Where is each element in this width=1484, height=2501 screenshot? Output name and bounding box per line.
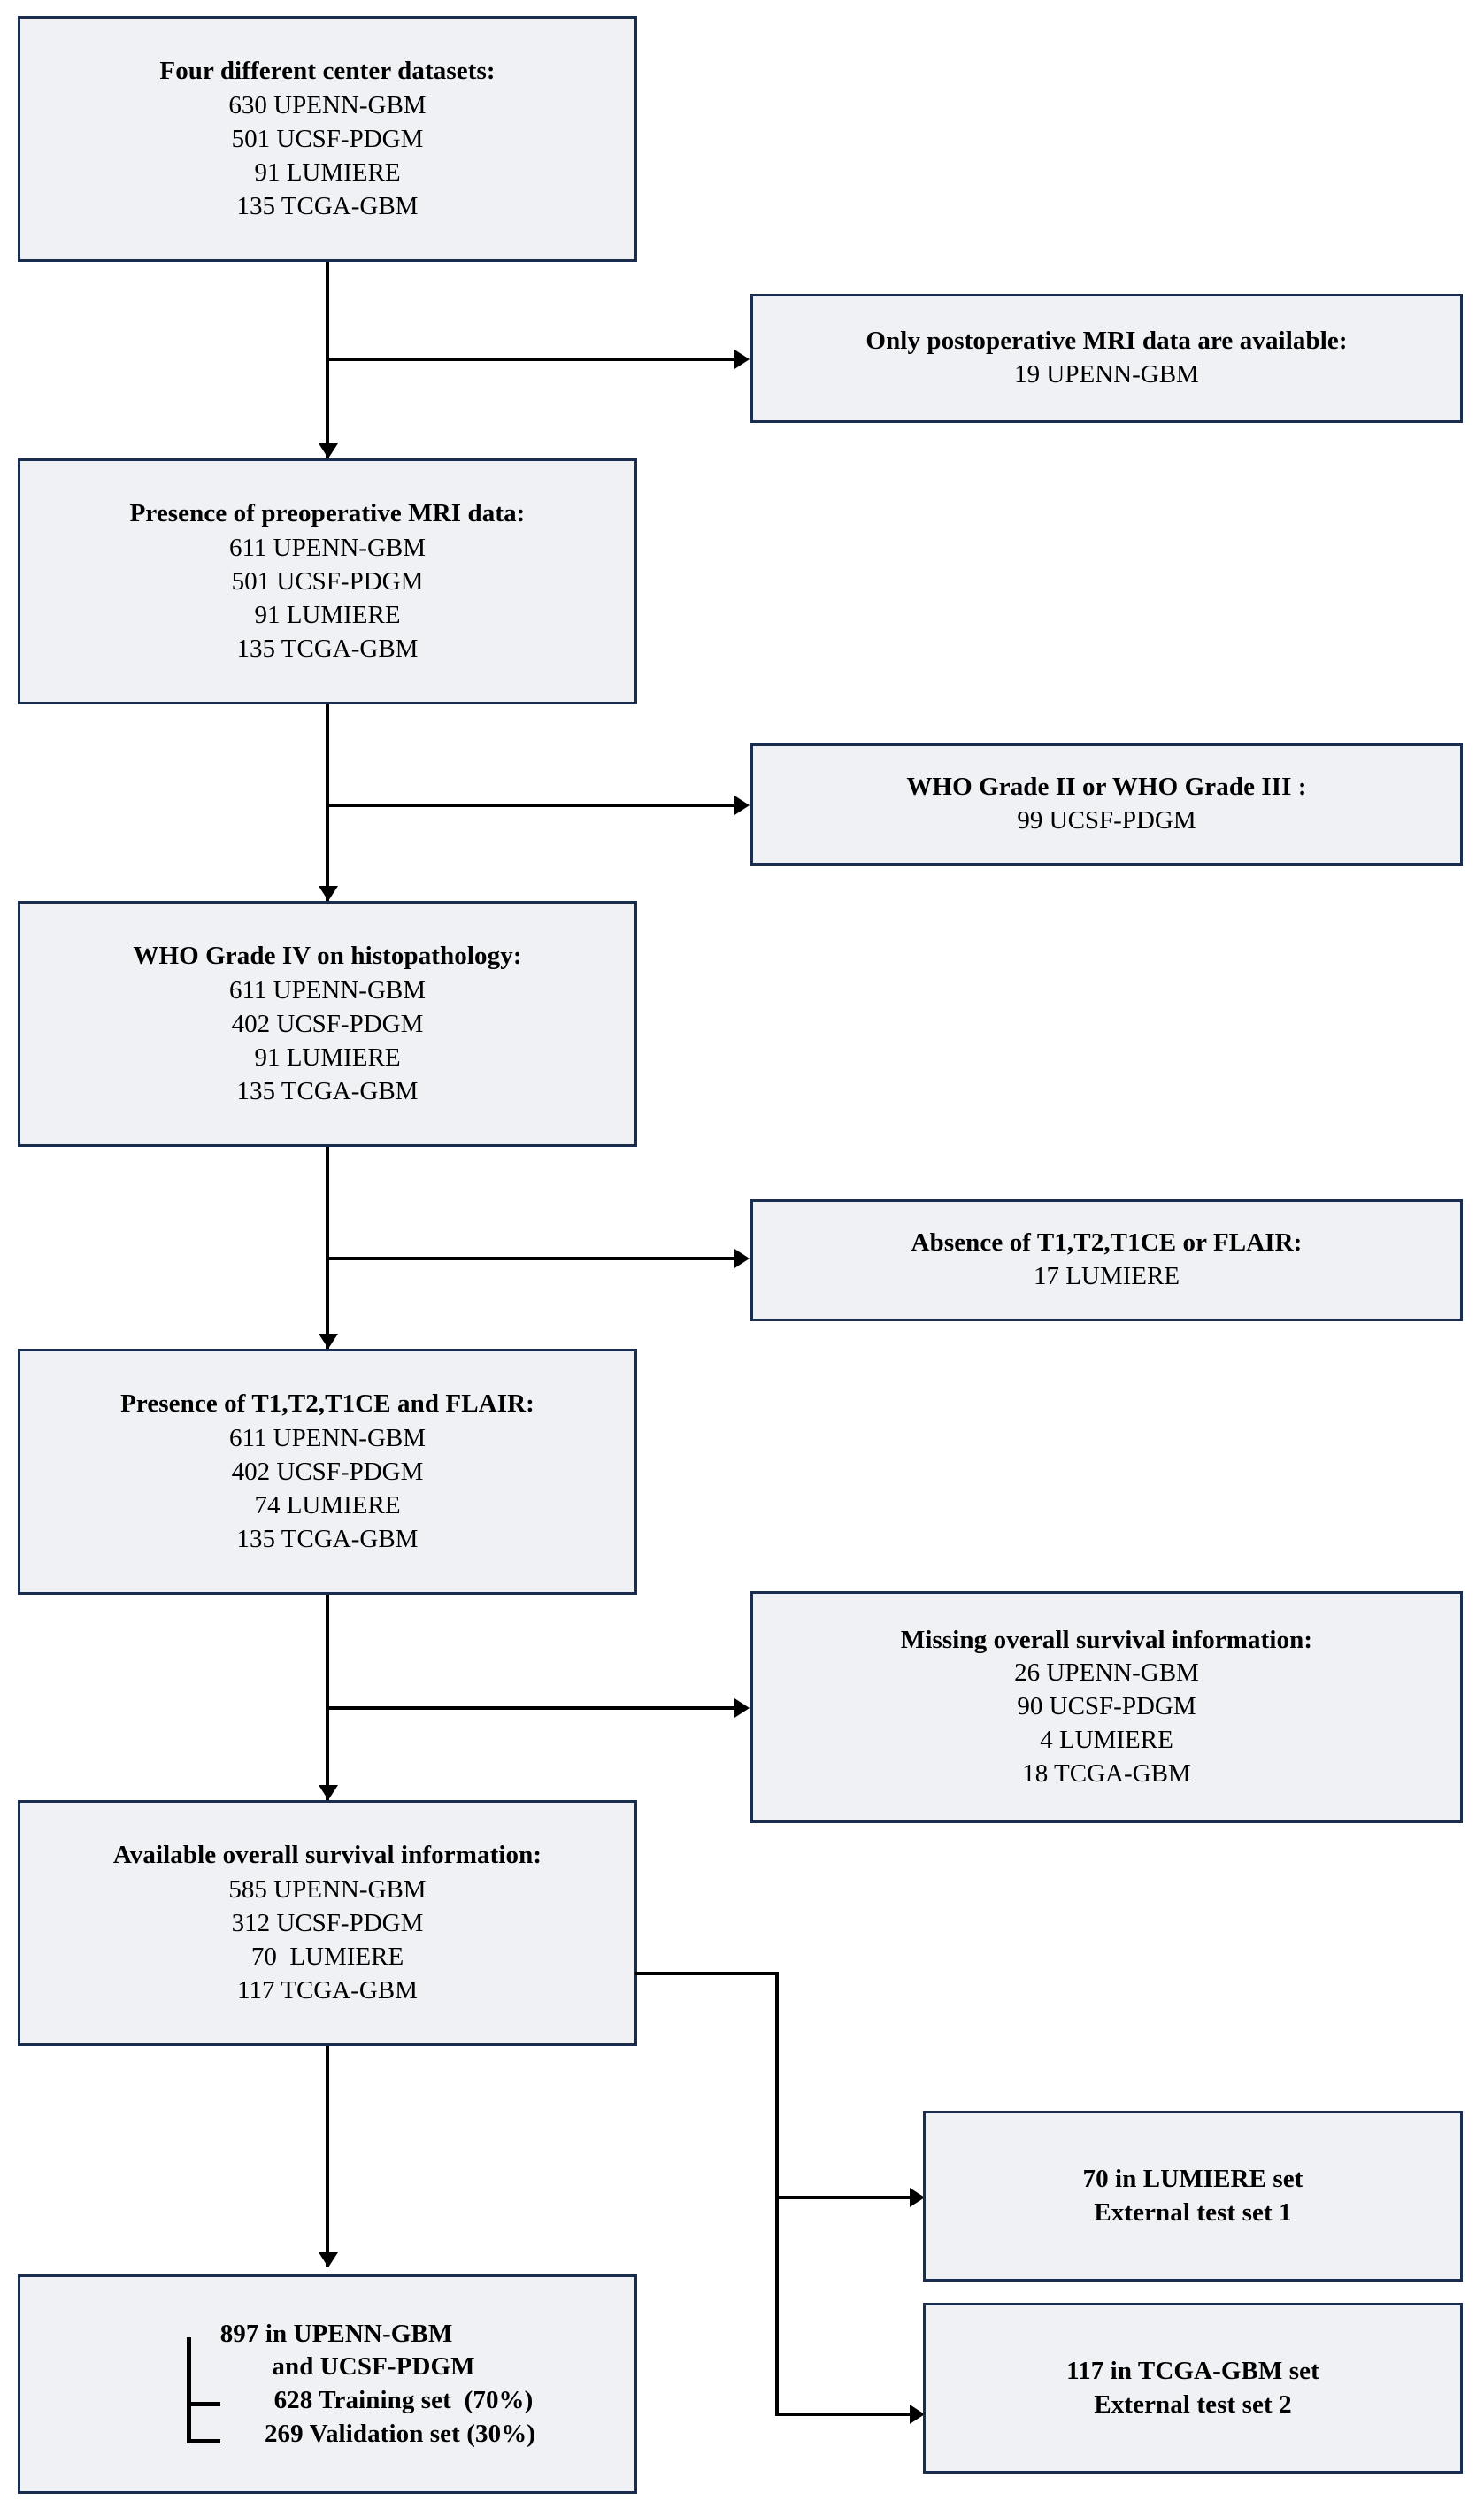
final-line-validation: 269 Validation set (30%) — [264, 2419, 536, 2448]
split-bracket-training-stem — [187, 2402, 220, 2406]
connector-external-vertical — [775, 1972, 779, 2414]
connector-to-test-set-1 — [775, 2196, 910, 2199]
node-header: Presence of T1,T2,T1CE and FLAIR: — [120, 1389, 534, 1418]
node-line: 501 UCSF-PDGM — [231, 125, 424, 154]
node-line: 611 UPENN-GBM — [228, 534, 427, 563]
node-line: 91 LUMIERE — [254, 1043, 401, 1072]
test-set-line-1: 117 in TCGA-GBM set — [1066, 2356, 1319, 2385]
arrow-down-3 — [319, 1334, 338, 1349]
node-header: Available overall survival information: — [112, 1840, 542, 1869]
node-line: 135 TCGA-GBM — [236, 1524, 419, 1553]
node-line: 91 LUMIERE — [254, 600, 401, 629]
node-header: Presence of preoperative MRI data: — [129, 498, 526, 527]
exclusion-header: WHO Grade II or WHO Grade III : — [906, 773, 1307, 802]
arrow-right-2 — [734, 796, 750, 815]
arrow-right-1 — [734, 350, 750, 369]
exclusion-line: 26 UPENN-GBM — [1014, 1658, 1199, 1688]
arrow-down-1 — [319, 443, 338, 458]
node-line: 630 UPENN-GBM — [228, 91, 427, 120]
arrow-down-5 — [319, 2252, 338, 2267]
node-line: 70 LUMIERE — [250, 1942, 404, 1971]
exclusion-line: 17 LUMIERE — [1033, 1262, 1180, 1290]
test-set-line-1: 70 in LUMIERE set — [1082, 2164, 1303, 2193]
arrow-down-2 — [319, 886, 338, 901]
external-test-set-2-box: 117 in TCGA-GBM set External test set 2 — [923, 2303, 1463, 2474]
connector-vertical-5 — [326, 2046, 329, 2267]
node-line: 91 LUMIERE — [254, 158, 401, 187]
exclusion-header: Only postoperative MRI data are availabl… — [865, 327, 1348, 356]
arrow-right-3 — [734, 1249, 750, 1268]
node-header: Four different center datasets: — [159, 56, 496, 85]
node-line: 402 UCSF-PDGM — [231, 1458, 424, 1487]
connector-branch-1 — [326, 358, 734, 361]
exclusion-line: 18 TCGA-GBM — [1022, 1758, 1191, 1788]
exclusion-who-grade-2-or-3: WHO Grade II or WHO Grade III : 99 UCSF-… — [750, 743, 1463, 866]
exclusion-header: Absence of T1,T2,T1CE or FLAIR: — [911, 1228, 1303, 1258]
connector-external-horizontal — [635, 1972, 779, 1975]
connector-branch-3 — [326, 1257, 734, 1260]
node-line: 585 UPENN-GBM — [228, 1875, 427, 1905]
exclusion-line: 90 UCSF-PDGM — [1017, 1692, 1196, 1721]
connector-vertical-4 — [326, 1595, 329, 1800]
final-header: 897 in UPENN-GBM — [219, 2319, 453, 2348]
node-presence-preoperative-mri: Presence of preoperative MRI data: 611 U… — [18, 458, 637, 704]
node-line: 117 TCGA-GBM — [237, 1975, 418, 2005]
exclusion-line: 19 UPENN-GBM — [1014, 360, 1199, 389]
connector-to-test-set-2 — [775, 2413, 910, 2416]
node-who-grade-iv-histopathology: WHO Grade IV on histopathology: 611 UPEN… — [18, 901, 637, 1147]
split-bracket-validation-stem — [187, 2439, 220, 2443]
exclusion-line: 4 LUMIERE — [1040, 1725, 1173, 1754]
node-presence-of-sequences: Presence of T1,T2,T1CE and FLAIR: 611 UP… — [18, 1349, 637, 1595]
exclusion-missing-overall-survival: Missing overall survival information: 26… — [750, 1591, 1463, 1823]
arrow-down-4 — [319, 1785, 338, 1800]
exclusion-line: 99 UCSF-PDGM — [1017, 806, 1196, 835]
node-line: 402 UCSF-PDGM — [231, 1010, 424, 1039]
node-line: 611 UPENN-GBM — [228, 976, 427, 1005]
connector-branch-4 — [326, 1706, 734, 1710]
arrow-right-4 — [734, 1698, 750, 1718]
test-set-line-2: External test set 2 — [1094, 2389, 1292, 2419]
node-line: 74 LUMIERE — [254, 1490, 401, 1520]
connector-branch-2 — [326, 804, 734, 807]
final-line-training: 628 Training set (70%) — [273, 2386, 534, 2414]
node-line: 501 UCSF-PDGM — [231, 567, 424, 596]
node-header: WHO Grade IV on histopathology: — [133, 941, 522, 970]
exclusion-absence-of-sequences: Absence of T1,T2,T1CE or FLAIR: 17 LUMIE… — [750, 1199, 1463, 1321]
node-line: 135 TCGA-GBM — [236, 191, 419, 220]
arrow-right-test-set-2 — [910, 2405, 925, 2424]
final-line-and: and UCSF-PDGM — [272, 2352, 475, 2382]
final-training-validation-box: 897 in UPENN-GBM and UCSF-PDGM 628 Train… — [18, 2274, 637, 2494]
connector-vertical-2 — [326, 704, 329, 901]
arrow-right-test-set-1 — [910, 2188, 925, 2207]
exclusion-header: Missing overall survival information: — [900, 1625, 1313, 1654]
exclusion-only-postoperative-mri: Only postoperative MRI data are availabl… — [750, 294, 1463, 423]
node-available-overall-survival: Available overall survival information: … — [18, 1800, 637, 2046]
test-set-line-2: External test set 1 — [1094, 2197, 1292, 2227]
connector-vertical-3 — [326, 1147, 329, 1349]
node-line: 611 UPENN-GBM — [228, 1424, 427, 1453]
node-four-center-datasets: Four different center datasets: 630 UPEN… — [18, 16, 637, 262]
external-test-set-1-box: 70 in LUMIERE set External test set 1 — [923, 2111, 1463, 2282]
node-line: 312 UCSF-PDGM — [231, 1909, 424, 1938]
split-bracket-vertical — [187, 2337, 191, 2443]
node-line: 135 TCGA-GBM — [236, 1076, 419, 1105]
node-line: 135 TCGA-GBM — [236, 634, 419, 663]
